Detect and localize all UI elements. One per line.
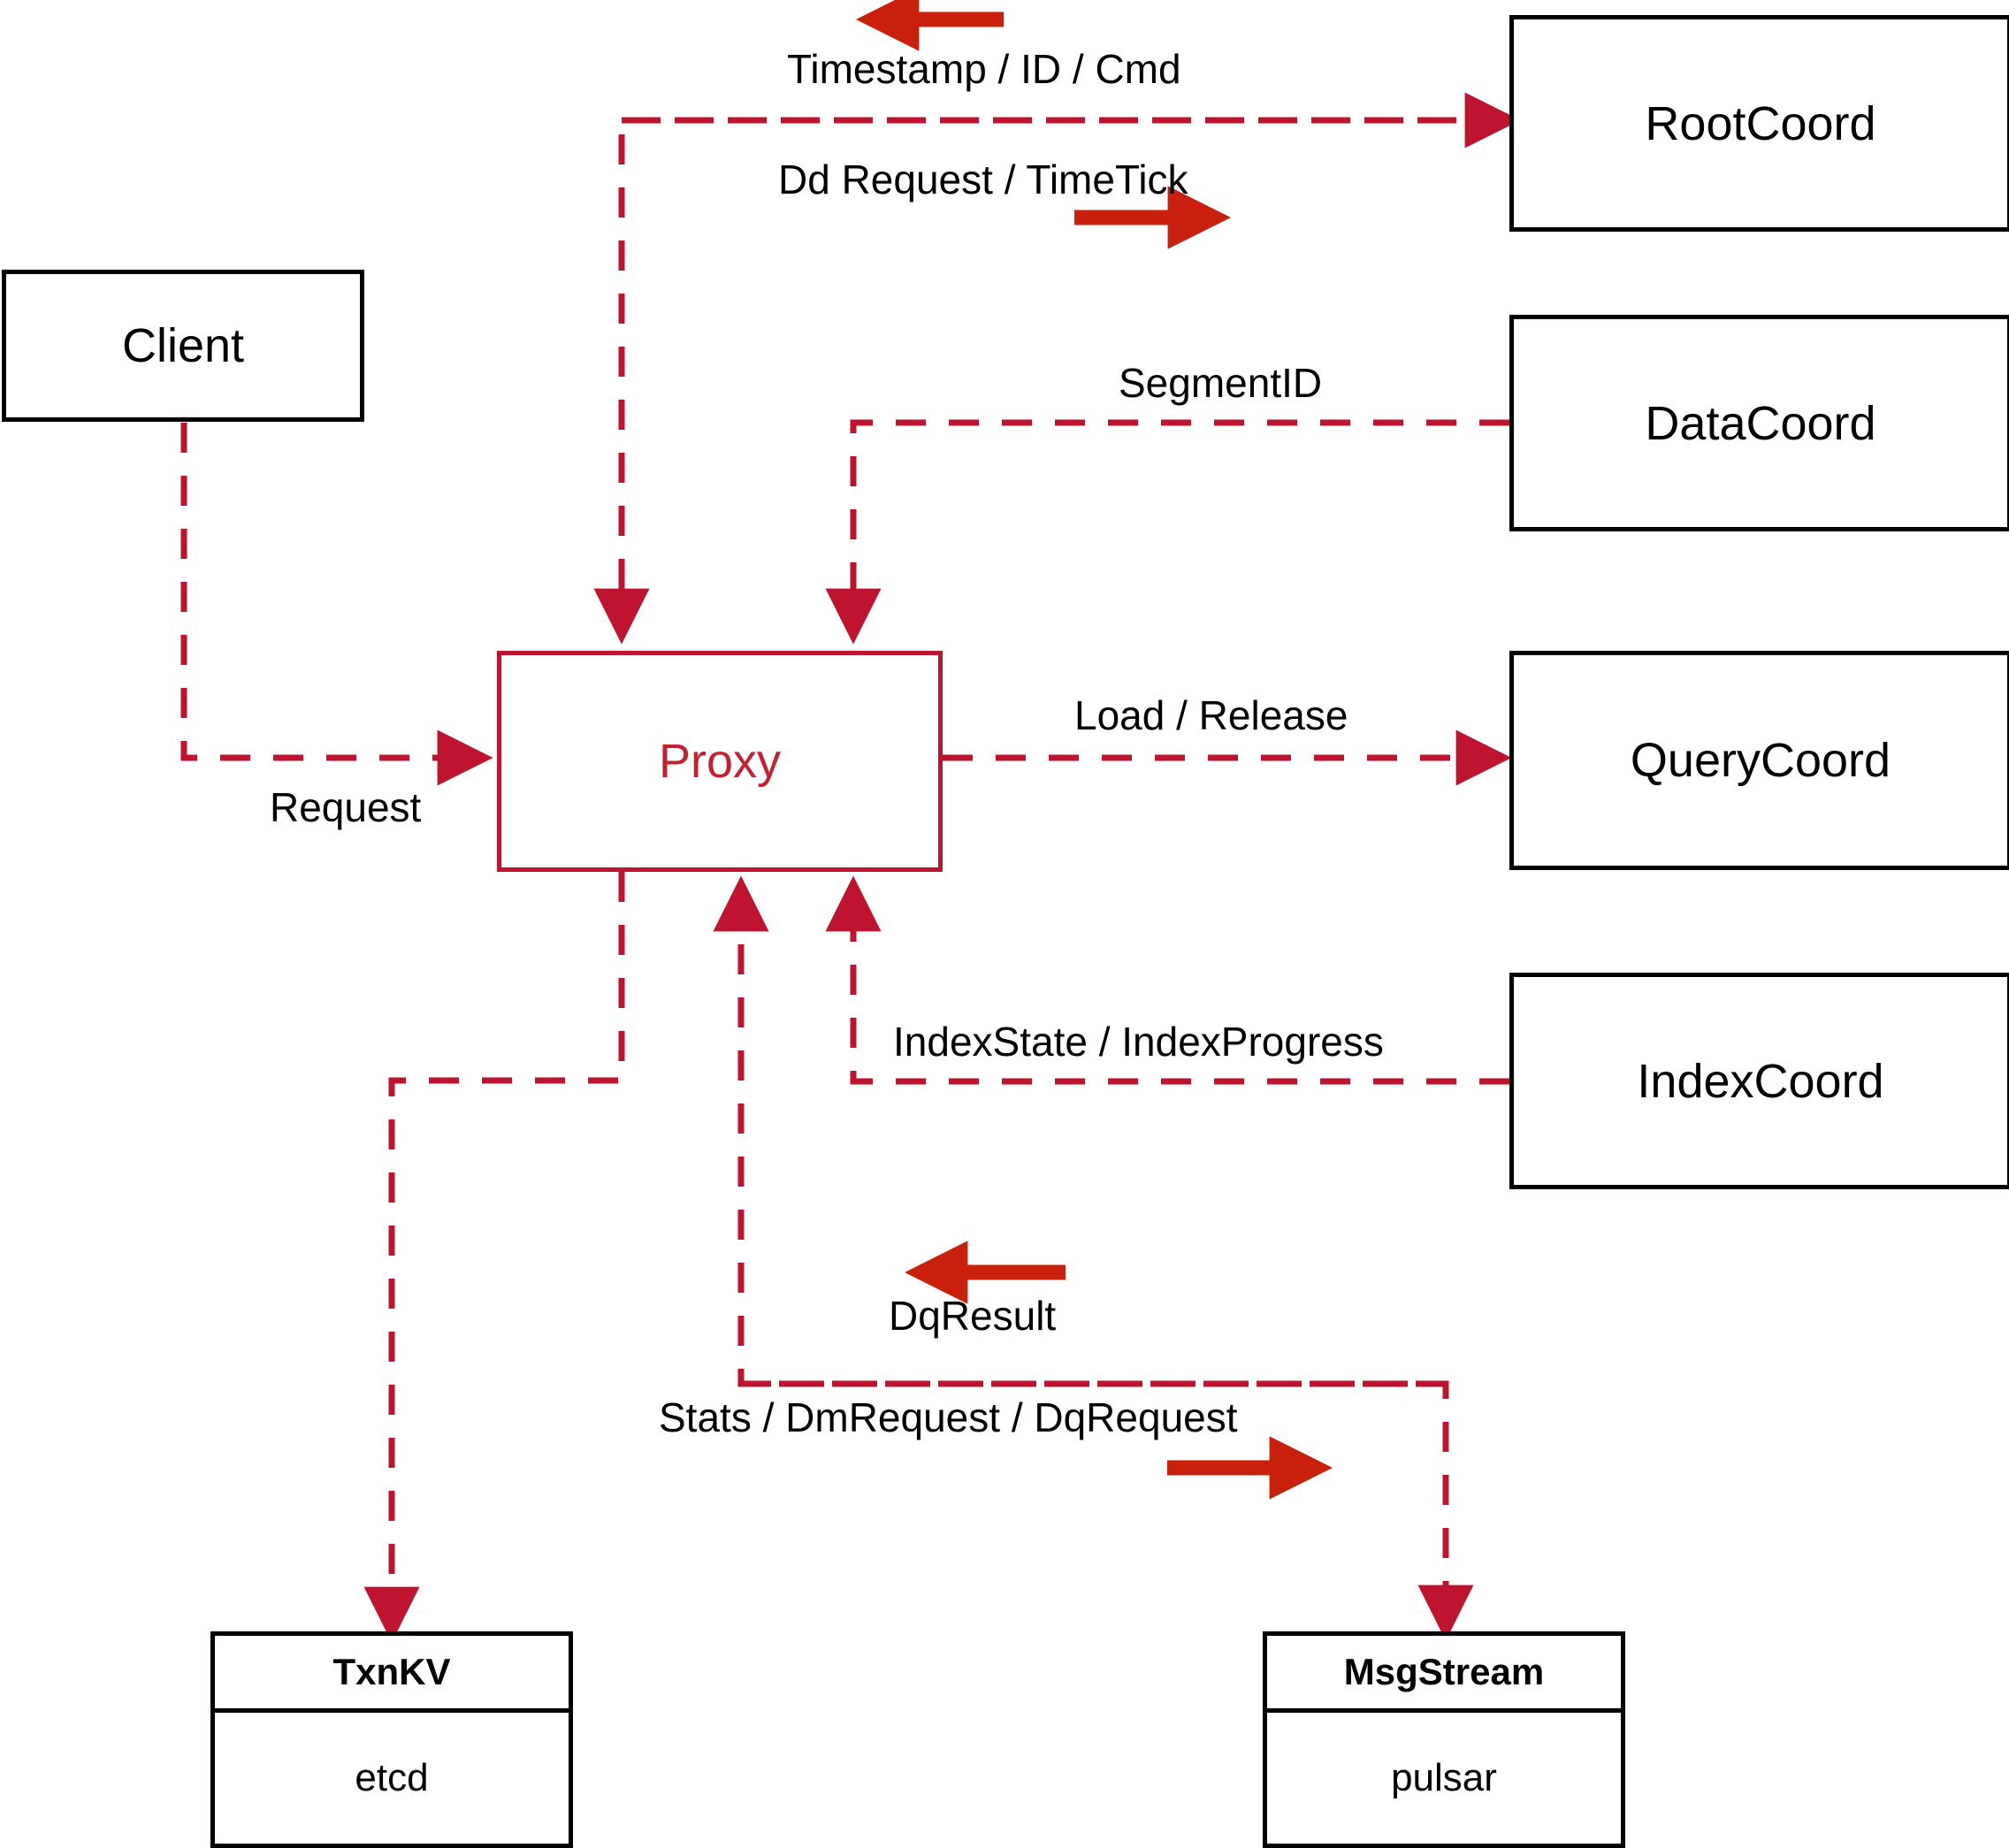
edge-client-to-proxy	[180, 423, 493, 786]
edge-label-timestamp-id-cmd: Timestamp / ID / Cmd	[787, 46, 1181, 92]
edge-label-request: Request	[270, 784, 422, 830]
node-client-label: Client	[121, 319, 245, 372]
node-datacoord-label: DataCoord	[1645, 396, 1876, 450]
edge-proxy-to-txnkv	[363, 872, 625, 1643]
node-txnkv-header: TxnKV	[215, 1636, 569, 1713]
edge-label-load-release: Load / Release	[1074, 692, 1348, 738]
edge-indexcoord-to-proxy	[825, 875, 1509, 1085]
node-proxy[interactable]: Proxy	[497, 651, 943, 872]
node-msgstream-title: MsgStream	[1343, 1651, 1545, 1692]
edge-label-stats-dm-dq-request: Stats / DmRequest / DqRequest	[659, 1394, 1238, 1440]
edge-rootcoord-to-proxy	[593, 117, 1509, 645]
edge-label-dd-request-timetick: Dd Request / TimeTick	[778, 157, 1188, 202]
node-msgstream-body: pulsar	[1267, 1713, 1621, 1844]
edge-proxy-to-msgstream	[741, 1380, 1474, 1641]
node-rootcoord[interactable]: RootCoord	[1509, 15, 2009, 232]
node-client[interactable]: Client	[2, 270, 364, 422]
node-txnkv-impl: etcd	[355, 1756, 429, 1799]
edge-datacoord-to-proxy	[825, 419, 1509, 645]
node-datacoord[interactable]: DataCoord	[1509, 315, 2009, 531]
node-indexcoord[interactable]: IndexCoord	[1509, 973, 2009, 1189]
edge-msgstream-to-proxy	[713, 875, 1446, 1387]
edge-label-dq-result: DqResult	[889, 1293, 1057, 1339]
node-indexcoord-label: IndexCoord	[1637, 1054, 1884, 1108]
edge-label-segment-id: SegmentID	[1119, 360, 1323, 406]
node-txnkv-body: etcd	[215, 1713, 569, 1844]
node-txnkv[interactable]: TxnKV etcd	[210, 1631, 573, 1848]
node-msgstream-impl: pulsar	[1391, 1756, 1497, 1799]
node-querycoord[interactable]: QueryCoord	[1509, 651, 2009, 870]
node-msgstream-header: MsgStream	[1267, 1636, 1621, 1713]
node-querycoord-label: QueryCoord	[1630, 734, 1891, 787]
node-proxy-label: Proxy	[658, 735, 782, 788]
node-rootcoord-label: RootCoord	[1645, 96, 1876, 150]
node-txnkv-title: TxnKV	[332, 1651, 451, 1692]
node-msgstream[interactable]: MsgStream pulsar	[1263, 1631, 1625, 1848]
edge-label-index-state-progress: IndexState / IndexProgress	[893, 1019, 1384, 1065]
